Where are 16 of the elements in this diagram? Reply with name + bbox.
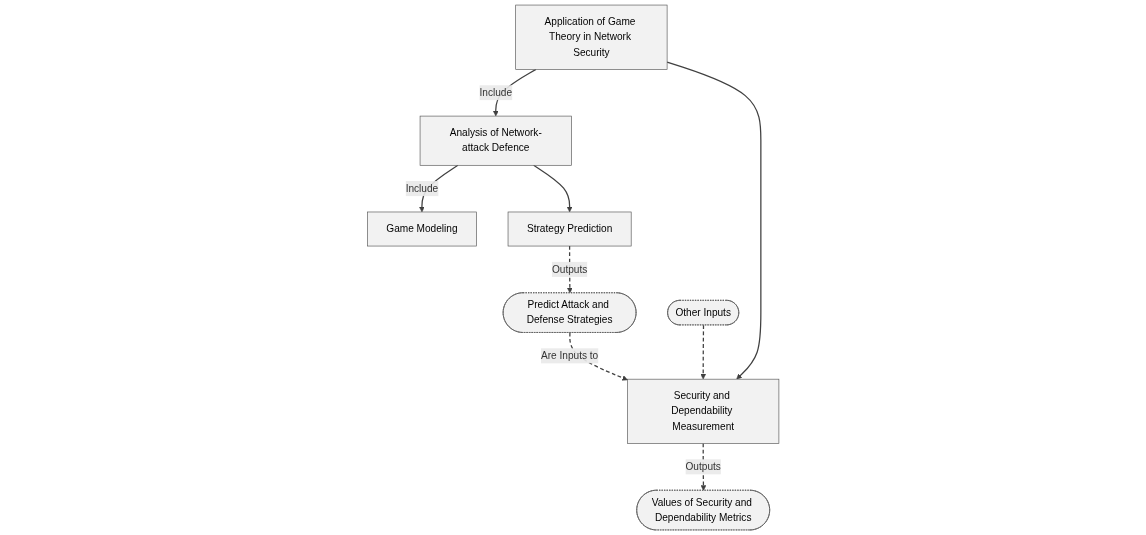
- node-box: Analysis of Network-attack Defence: [419, 115, 572, 166]
- arrow: [569, 332, 628, 381]
- arrow: [532, 164, 573, 213]
- arrow: [700, 324, 706, 380]
- edge-label: Outputs: [685, 461, 721, 472]
- arrow: [566, 245, 573, 294]
- edge-label: Are Inputs to: [540, 350, 599, 361]
- edge-label: Include: [479, 87, 512, 98]
- node-box: Game Modeling: [366, 211, 477, 247]
- arrow: [700, 442, 707, 491]
- edge-label: Include: [405, 182, 439, 194]
- arrow: [666, 61, 762, 380]
- node-box: Security and Dependability Measurement: [627, 378, 780, 444]
- edge-label: Outputs: [551, 263, 588, 275]
- node-box: Application of Game Theory in Network Security: [515, 4, 668, 70]
- node-box: Strategy Prediction: [507, 211, 632, 247]
